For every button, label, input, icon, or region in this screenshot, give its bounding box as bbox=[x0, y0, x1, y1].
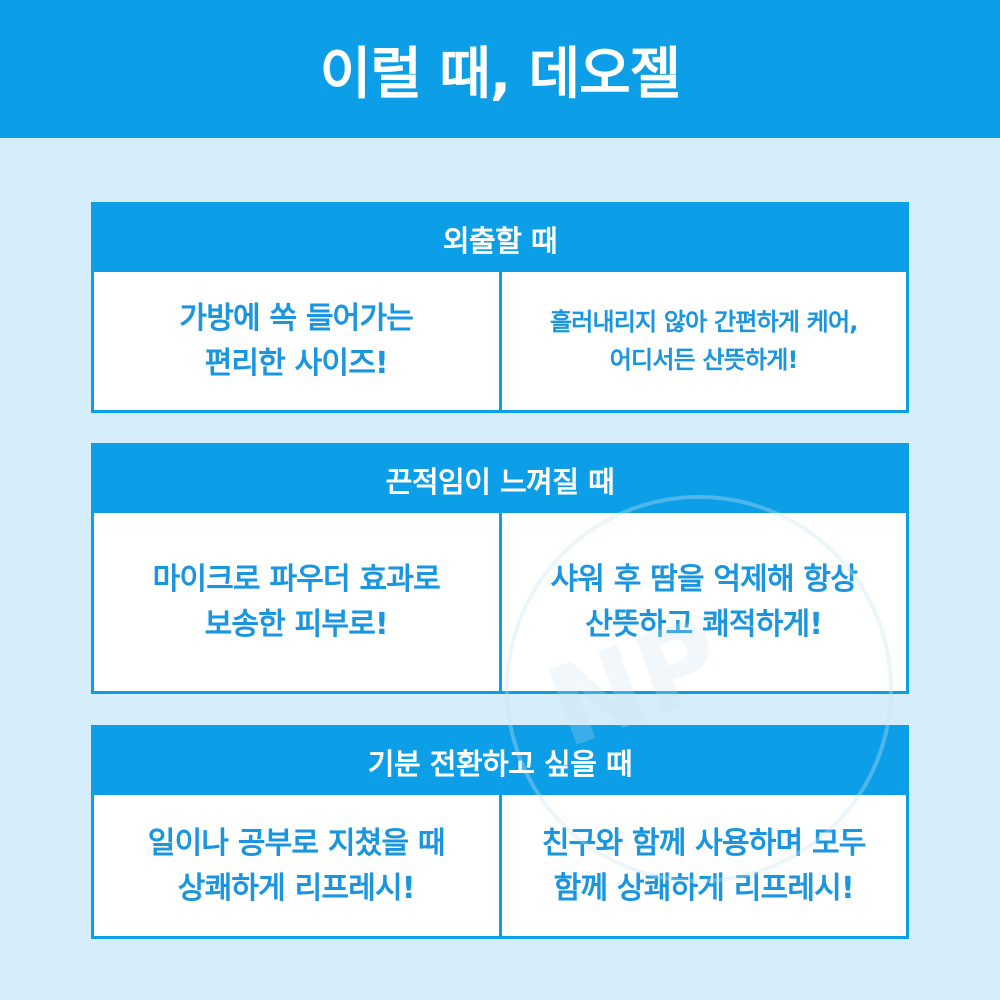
section-refresh: 기분 전환하고 싶을 때 일이나 공부로 지쳤을 때 상쾌하게 리프레시! 친구… bbox=[91, 725, 909, 939]
header-banner: 이럴 때, 데오젤 bbox=[0, 0, 1000, 138]
cell-text: 친구와 함께 사용하며 모두 함께 상쾌하게 리프레시! bbox=[541, 825, 867, 906]
section-outing: 외출할 때 가방에 쏙 들어가는 편리한 사이즈! 흘러내리지 않아 간편하게 … bbox=[91, 202, 909, 413]
section-title: 끈적임이 느껴질 때 bbox=[94, 446, 906, 513]
section-title: 기분 전환하고 싶을 때 bbox=[94, 728, 906, 795]
cell-text: 일이나 공부로 지쳤을 때 상쾌하게 리프레시! bbox=[147, 825, 446, 906]
section-body: 일이나 공부로 지쳤을 때 상쾌하게 리프레시! 친구와 함께 사용하며 모두 … bbox=[94, 795, 906, 936]
cell-left: 마이크로 파우더 효과로 보송한 피부로! bbox=[94, 513, 499, 691]
cell-right: 샤워 후 땀을 억제해 항상 산뜻하고 쾌적하게! bbox=[498, 513, 907, 691]
section-sticky: 끈적임이 느껴질 때 마이크로 파우더 효과로 보송한 피부로! 샤워 후 땀을… bbox=[91, 443, 909, 694]
section-body: 마이크로 파우더 효과로 보송한 피부로! 샤워 후 땀을 억제해 항상 산뜻하… bbox=[94, 513, 906, 691]
cell-text: 샤워 후 땀을 억제해 항상 산뜻하고 쾌적하게! bbox=[550, 562, 858, 642]
page-title: 이럴 때, 데오젤 bbox=[319, 41, 681, 107]
cell-text: 흘러내리지 않아 간편하게 케어, 어디서든 산뜻하게! bbox=[549, 307, 858, 374]
cell-right: 흘러내리지 않아 간편하게 케어, 어디서든 산뜻하게! bbox=[498, 272, 907, 410]
section-body: 가방에 쏙 들어가는 편리한 사이즈! 흘러내리지 않아 간편하게 케어, 어디… bbox=[94, 272, 906, 410]
cell-right: 친구와 함께 사용하며 모두 함께 상쾌하게 리프레시! bbox=[498, 795, 907, 936]
cell-left: 일이나 공부로 지쳤을 때 상쾌하게 리프레시! bbox=[94, 795, 499, 936]
cell-left: 가방에 쏙 들어가는 편리한 사이즈! bbox=[94, 272, 499, 410]
cell-text: 가방에 쏙 들어가는 편리한 사이즈! bbox=[179, 301, 414, 381]
section-title: 외출할 때 bbox=[94, 205, 906, 272]
cell-text: 마이크로 파우더 효과로 보송한 피부로! bbox=[152, 562, 441, 642]
